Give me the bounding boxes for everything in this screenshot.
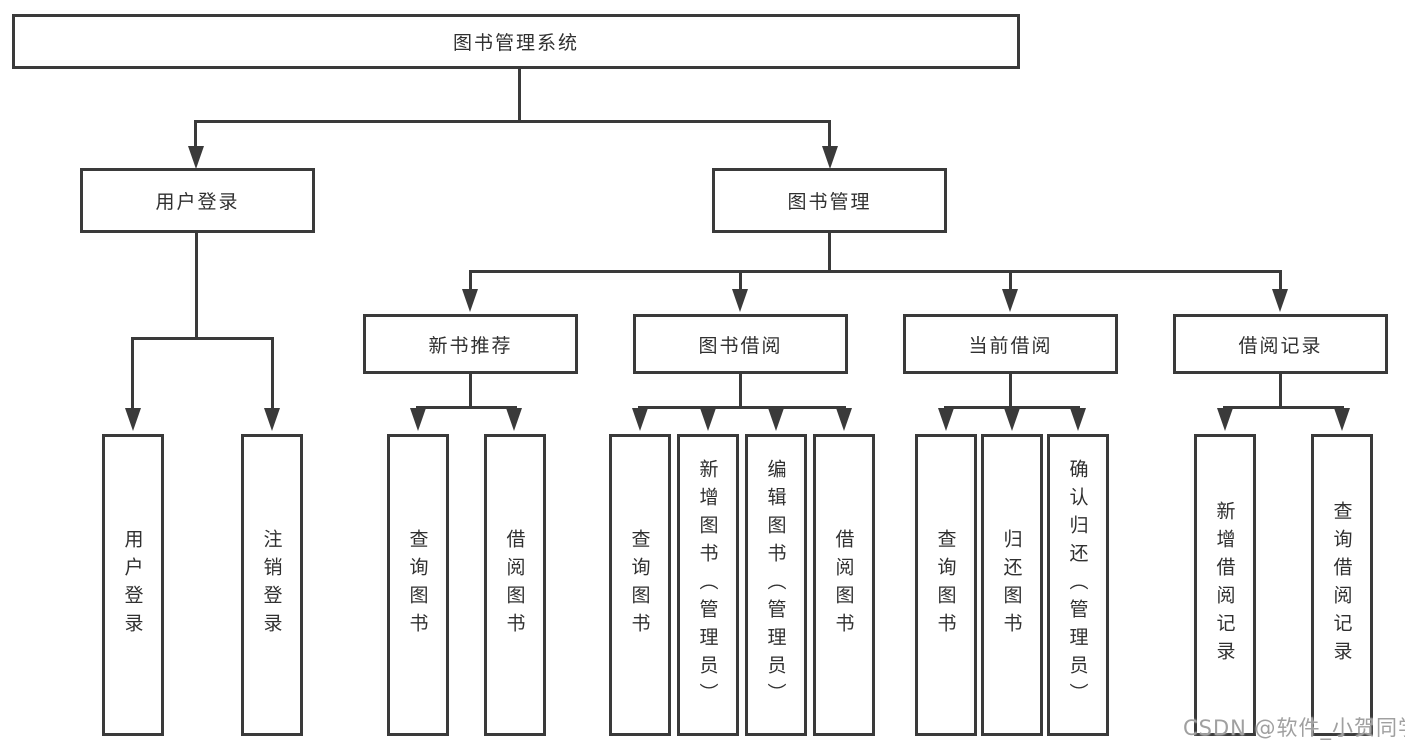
arrow-down-icon — [1070, 408, 1086, 431]
connector-vline — [1009, 270, 1012, 290]
arrow-down-icon — [125, 408, 141, 431]
node-label: 当前借阅 — [968, 334, 1053, 357]
node-borrowing-records: 借阅记录 — [1173, 314, 1388, 374]
node-label: 注销登录 — [260, 529, 283, 641]
node-label: 新书推荐 — [428, 334, 513, 357]
node-label: 图书借阅 — [698, 334, 783, 357]
connector-hline — [416, 406, 517, 409]
node-leaf-query-book-current: 查询图书 — [915, 434, 977, 736]
connector-hline — [194, 120, 831, 123]
arrow-down-icon — [1217, 408, 1233, 431]
connector-vline — [1279, 270, 1282, 290]
node-new-book-recommend: 新书推荐 — [363, 314, 578, 374]
node-current-borrowing: 当前借阅 — [903, 314, 1118, 374]
connector-hline — [944, 406, 1080, 409]
connector-vline — [469, 374, 472, 406]
node-leaf-borrow-book-recommend: 借阅图书 — [484, 434, 546, 736]
node-leaf-query-book-recommend: 查询图书 — [387, 434, 449, 736]
connector-vline — [271, 337, 274, 408]
node-leaf-logout: 注销登录 — [241, 434, 303, 736]
node-library-management-system: 图书管理系统 — [12, 14, 1020, 69]
connector-vline — [739, 374, 742, 406]
arrow-down-icon — [938, 408, 954, 431]
node-leaf-edit-book-admin: 编辑图书（管理员） — [745, 434, 807, 736]
node-label: 查询图书 — [934, 529, 957, 641]
node-leaf-add-book-admin: 新增图书（管理员） — [677, 434, 739, 736]
node-label: 查询借阅记录 — [1330, 501, 1353, 669]
node-label: 编辑图书（管理员） — [764, 459, 787, 711]
node-label: 新增借阅记录 — [1213, 501, 1236, 669]
connector-vline — [1009, 374, 1012, 406]
node-label: 借阅图书 — [832, 529, 855, 641]
node-label: 查询图书 — [406, 529, 429, 641]
node-label: 图书管理 — [787, 191, 872, 213]
connector-vline — [739, 270, 742, 290]
node-label: 图书管理系统 — [452, 32, 579, 54]
arrow-down-icon — [410, 408, 426, 431]
connector-vline — [1279, 374, 1282, 406]
node-label: 用户登录 — [155, 191, 240, 213]
connector-vline — [131, 337, 134, 408]
csdn-watermark: CSDN @软件_小贺同学 — [1183, 716, 1405, 740]
arrow-down-icon — [632, 408, 648, 431]
node-leaf-query-borrow-record: 查询借阅记录 — [1311, 434, 1373, 736]
connector-vline — [828, 233, 831, 270]
connector-vline — [194, 120, 197, 148]
node-leaf-user-login: 用户登录 — [102, 434, 164, 736]
connector-hline — [1223, 406, 1344, 409]
node-label: 借阅记录 — [1238, 334, 1323, 357]
arrow-down-icon — [700, 408, 716, 431]
connector-vline — [195, 233, 198, 337]
node-book-management: 图书管理 — [712, 168, 947, 233]
node-label: 新增图书（管理员） — [696, 459, 719, 711]
arrow-down-icon — [1004, 408, 1020, 431]
arrow-down-icon — [188, 146, 204, 169]
node-label: 查询图书 — [628, 529, 651, 641]
node-book-borrowing: 图书借阅 — [633, 314, 848, 374]
node-leaf-confirm-return-admin: 确认归还（管理员） — [1047, 434, 1109, 736]
arrow-down-icon — [822, 146, 838, 169]
node-leaf-query-book-borrowing: 查询图书 — [609, 434, 671, 736]
node-leaf-borrow-book-borrowing: 借阅图书 — [813, 434, 875, 736]
connector-hline — [638, 406, 846, 409]
node-label: 借阅图书 — [503, 529, 526, 641]
arrow-down-icon — [732, 289, 748, 312]
node-leaf-add-borrow-record: 新增借阅记录 — [1194, 434, 1256, 736]
arrow-down-icon — [1272, 289, 1288, 312]
node-label: 用户登录 — [121, 529, 144, 641]
arrow-down-icon — [462, 289, 478, 312]
connector-vline — [828, 120, 831, 148]
arrow-down-icon — [768, 408, 784, 431]
connector-hline — [469, 270, 1282, 273]
arrow-down-icon — [836, 408, 852, 431]
connector-vline — [518, 69, 521, 120]
arrow-down-icon — [1002, 289, 1018, 312]
connector-vline — [469, 270, 472, 290]
node-label: 归还图书 — [1000, 529, 1023, 641]
node-user-login: 用户登录 — [80, 168, 315, 233]
connector-hline — [131, 337, 274, 340]
arrow-down-icon — [264, 408, 280, 431]
arrow-down-icon — [1334, 408, 1350, 431]
node-label: 确认归还（管理员） — [1066, 459, 1089, 711]
node-leaf-return-book: 归还图书 — [981, 434, 1043, 736]
arrow-down-icon — [506, 408, 522, 431]
